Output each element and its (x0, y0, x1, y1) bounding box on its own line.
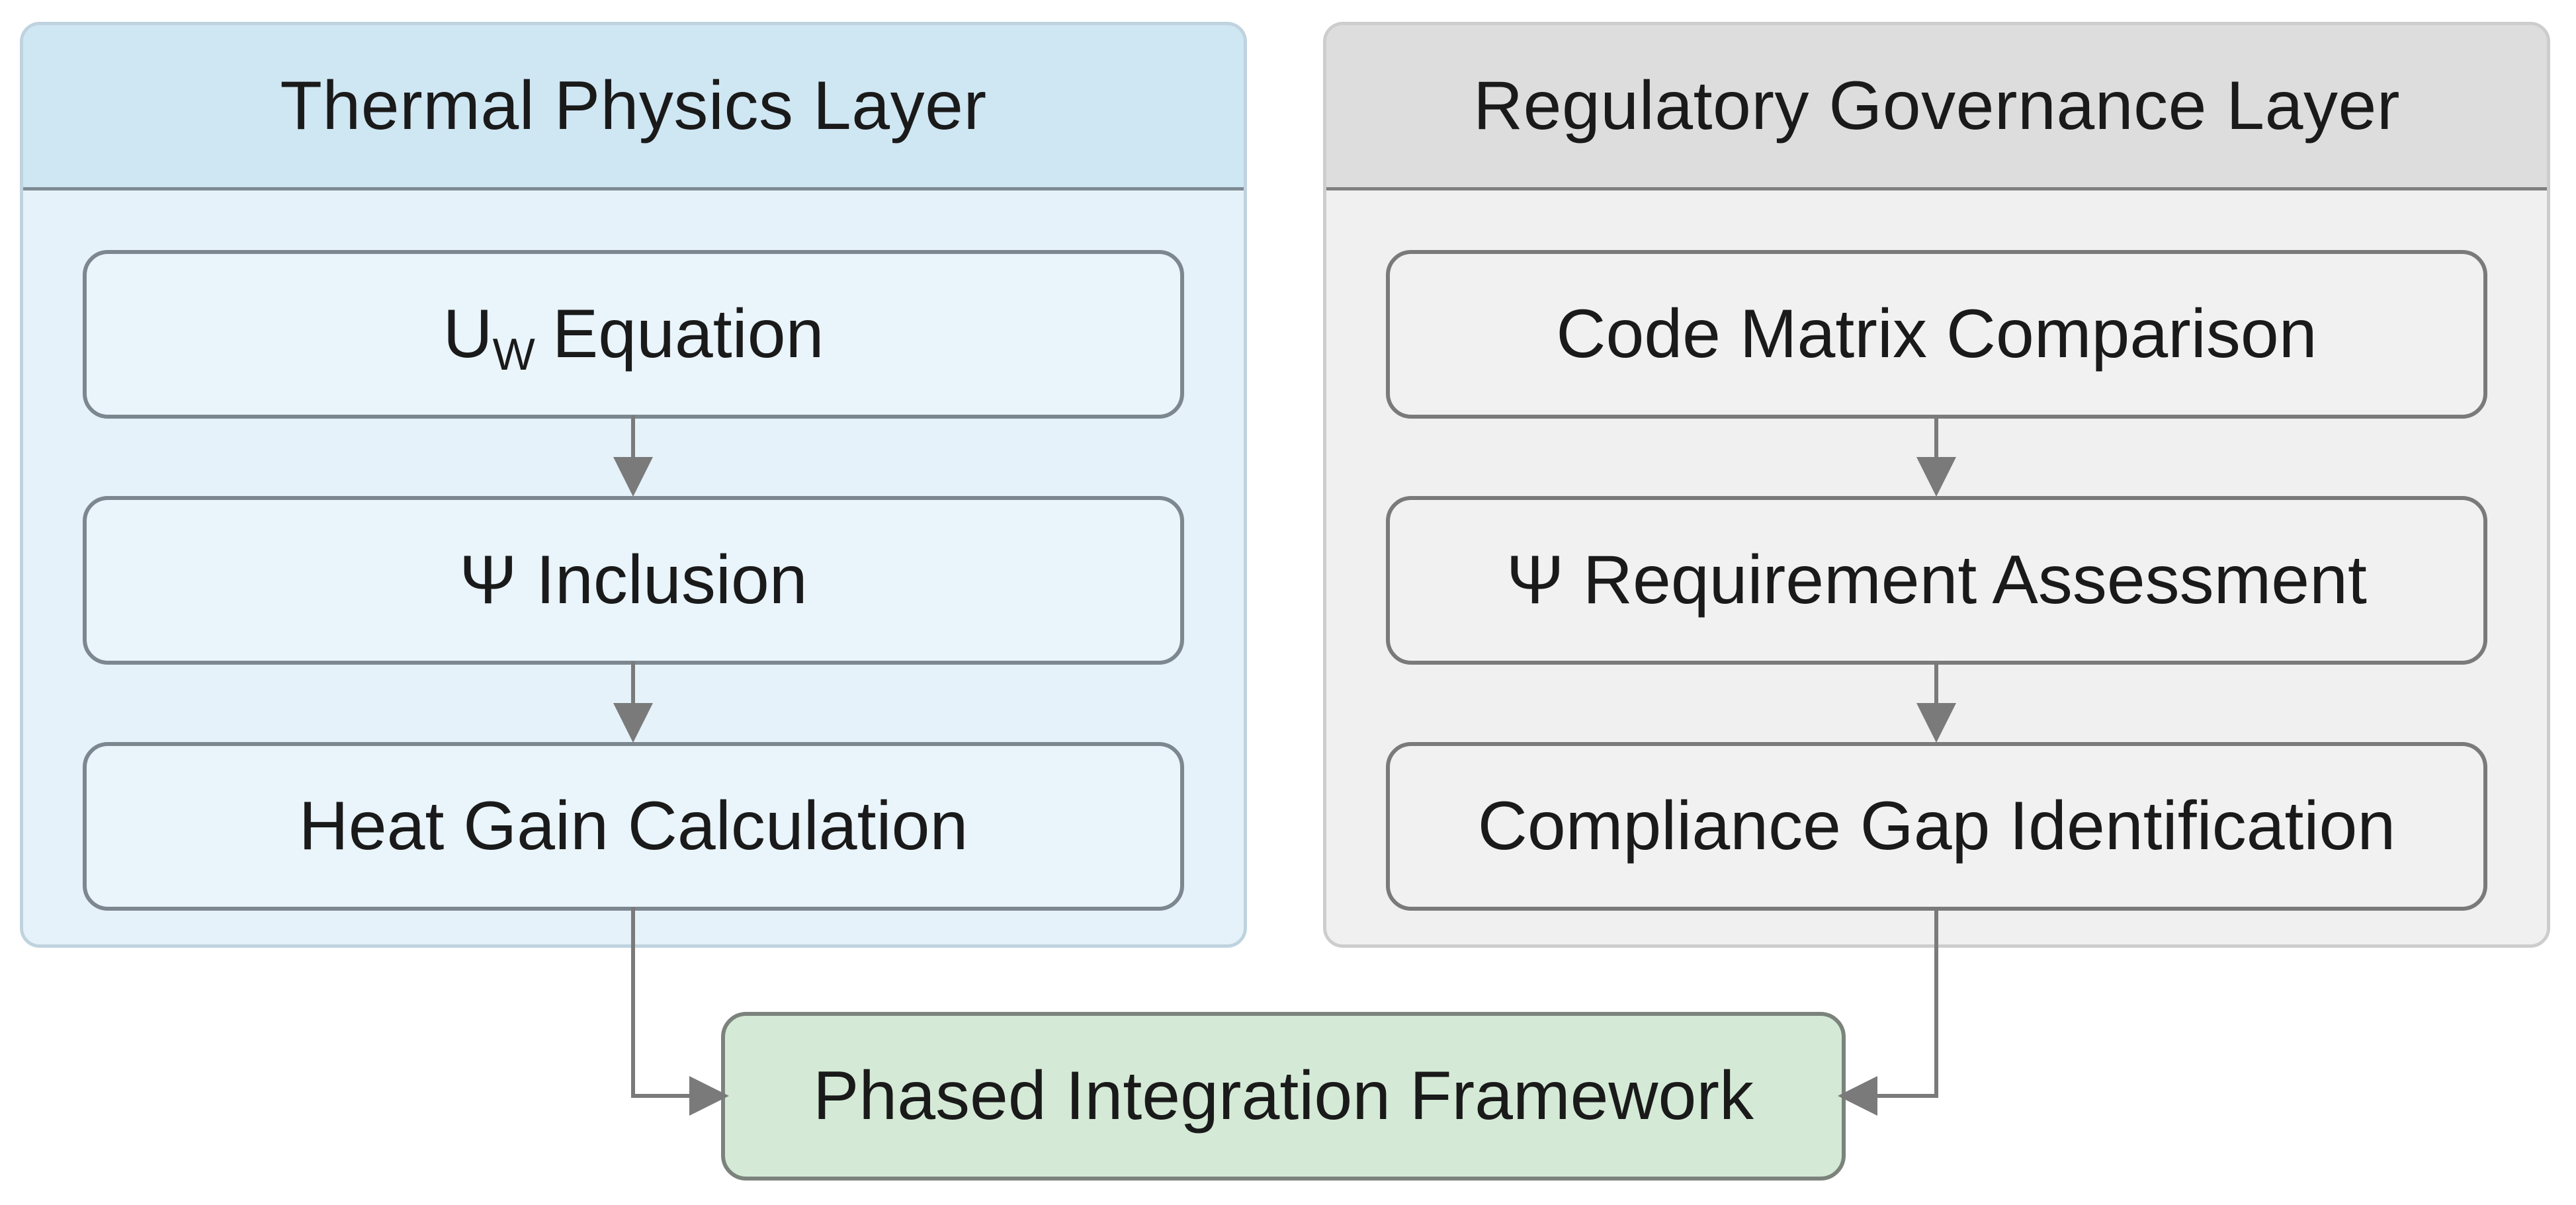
regulatory-layer-title: Regulatory Governance Layer (1326, 25, 2547, 190)
code-matrix-comparison-step: Code Matrix Comparison (1386, 250, 2487, 419)
psi-inclusion-step: Ψ Inclusion (83, 496, 1184, 665)
regulatory-governance-layer-panel: Regulatory Governance Layer Code Matrix … (1323, 22, 2550, 948)
psi-requirement-assessment-step: Ψ Requirement Assessment (1386, 496, 2487, 665)
heat-gain-calculation-step: Heat Gain Calculation (83, 742, 1184, 911)
uw-subscript: W (492, 329, 535, 380)
thermal-layer-title: Thermal Physics Layer (23, 25, 1244, 190)
phased-integration-framework-box: Phased Integration Framework (721, 1012, 1846, 1181)
compliance-gap-identification-step: Compliance Gap Identification (1386, 742, 2487, 911)
uw-symbol: U (443, 296, 493, 372)
uw-equation-label: Equation (552, 296, 824, 372)
